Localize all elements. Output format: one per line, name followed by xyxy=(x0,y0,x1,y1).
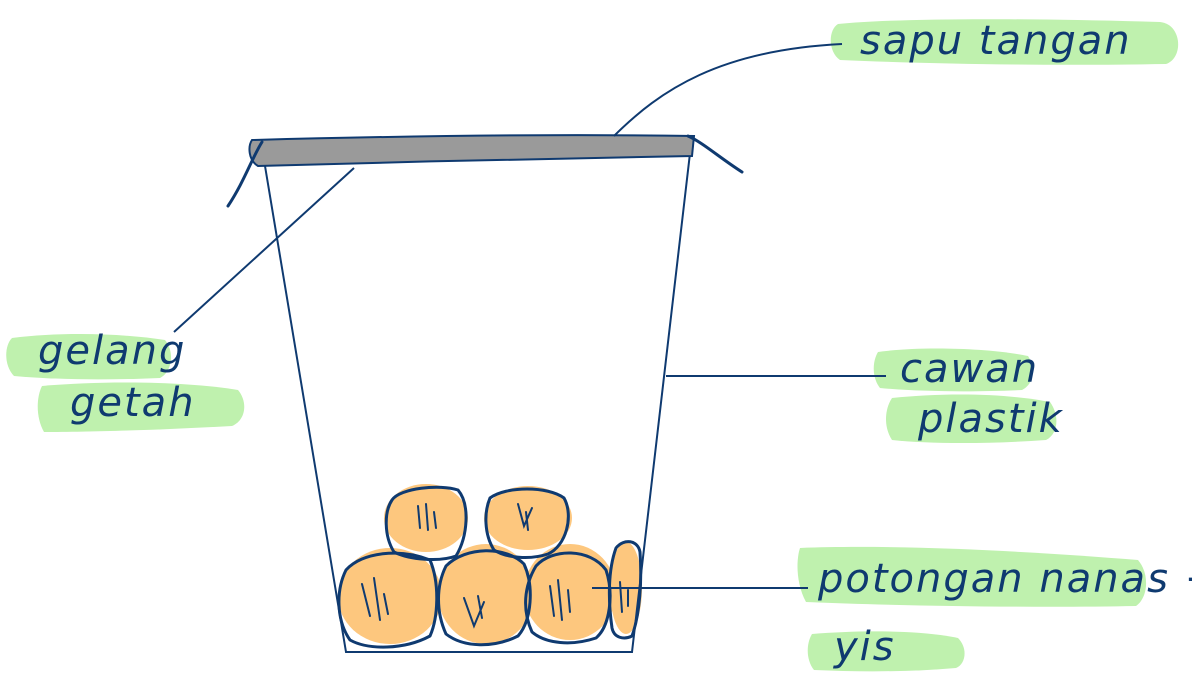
highlight-sapu-tangan xyxy=(830,19,1179,65)
label-gelang: gelang xyxy=(38,328,186,374)
highlight-getah xyxy=(37,382,245,432)
handkerchief-cover xyxy=(248,134,696,168)
label-yis: yis xyxy=(833,624,896,670)
leader-lines xyxy=(173,43,886,589)
leader-sapu-tangan xyxy=(613,43,843,137)
pineapple-pieces xyxy=(338,484,642,644)
label-getah: getah xyxy=(70,380,196,426)
highlight-plastik xyxy=(886,394,1057,443)
rubber-band-right-end xyxy=(686,134,744,174)
highlight-gelang xyxy=(6,334,172,380)
highlight-cawan xyxy=(873,348,1033,392)
plastic-cup xyxy=(261,135,693,653)
label-sapu-tangan: sapu tangan xyxy=(860,18,1132,64)
label-highlights xyxy=(6,19,1179,672)
highlight-potongan-nanas xyxy=(797,546,1147,607)
rubber-band-left-end xyxy=(226,140,264,208)
highlight-yis xyxy=(807,631,965,672)
leader-gelang-getah xyxy=(173,167,355,333)
label-plastik: plastik xyxy=(917,396,1064,442)
label-cawan: cawan xyxy=(900,346,1039,392)
label-potongan-nanas: potongan nanas + xyxy=(817,556,1192,602)
pineapple-fibres xyxy=(361,503,629,629)
